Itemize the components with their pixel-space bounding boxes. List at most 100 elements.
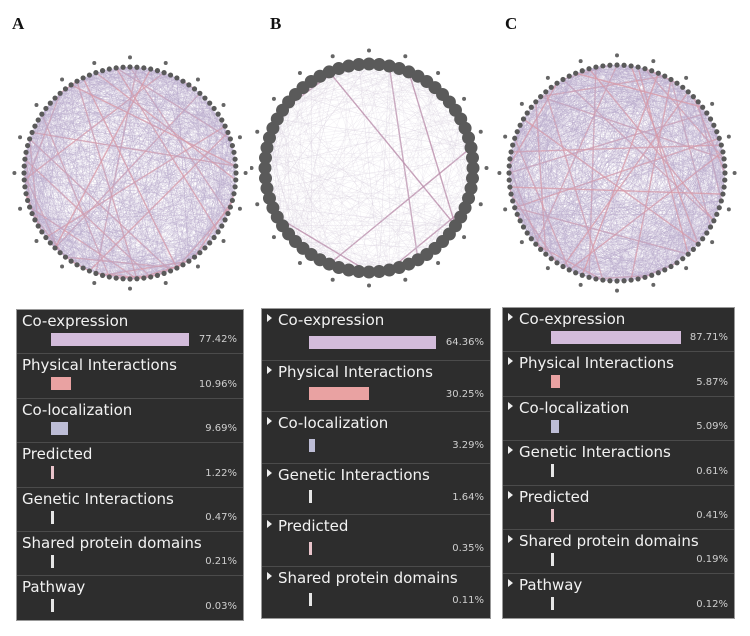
- expand-triangle-icon[interactable]: [508, 534, 513, 543]
- network-edge: [508, 172, 611, 281]
- expand-triangle-icon[interactable]: [267, 468, 272, 477]
- network-edge: [523, 65, 604, 228]
- network-node-outer: [436, 70, 441, 75]
- network-edge: [616, 64, 678, 84]
- network-edge: [509, 66, 639, 181]
- network-edge: [188, 88, 195, 262]
- network-node: [362, 265, 376, 279]
- network-edge: [266, 65, 349, 148]
- network-edge: [24, 74, 90, 187]
- network-edge: [34, 126, 43, 232]
- network-edge: [651, 70, 720, 139]
- network-edge: [512, 79, 672, 202]
- network-node: [180, 262, 186, 268]
- network-node: [62, 86, 69, 92]
- network-edge: [224, 126, 237, 180]
- expand-triangle-icon[interactable]: [267, 314, 272, 322]
- network-edge: [109, 260, 189, 278]
- network-edge: [38, 119, 226, 127]
- network-edge: [209, 225, 223, 244]
- network-edge: [706, 131, 718, 234]
- network-edge: [602, 131, 717, 281]
- legend-item-percent: 0.61%: [696, 465, 728, 477]
- network-edge: [527, 232, 604, 281]
- network-edge: [41, 113, 195, 258]
- network-node: [554, 80, 560, 86]
- network-edge: [50, 72, 97, 104]
- network-edge: [540, 70, 652, 97]
- network-edge: [269, 137, 283, 226]
- network-edge: [509, 186, 552, 259]
- network-edge: [523, 125, 714, 228]
- network-edge: [545, 91, 552, 259]
- network-edge: [65, 88, 110, 278]
- expand-triangle-icon[interactable]: [267, 365, 272, 374]
- network-edge: [379, 64, 456, 111]
- expand-triangle-icon[interactable]: [267, 417, 272, 425]
- network-edge: [277, 81, 427, 218]
- network-edge: [644, 238, 703, 278]
- network-edge: [129, 66, 236, 188]
- network-edge: [511, 151, 726, 174]
- expand-triangle-icon[interactable]: [508, 490, 513, 499]
- network-edge: [269, 63, 370, 199]
- network-edge: [540, 96, 552, 259]
- network-edge: [65, 70, 103, 258]
- network-edge: [70, 84, 84, 269]
- network-edge: [510, 65, 625, 153]
- network-edge: [269, 63, 370, 199]
- expand-triangle-icon[interactable]: [267, 520, 272, 528]
- network-edge: [509, 79, 672, 181]
- network-edge: [338, 68, 390, 271]
- network-edge: [556, 82, 722, 202]
- network-edge: [517, 214, 625, 281]
- expand-triangle-icon[interactable]: [508, 446, 513, 455]
- network-edge: [509, 158, 528, 234]
- network-edge: [526, 112, 576, 273]
- network-edge: [23, 88, 66, 174]
- legend-item-percent: 0.41%: [696, 509, 728, 521]
- network-edge: [609, 107, 703, 281]
- network-edge: [29, 138, 172, 272]
- expand-triangle-icon[interactable]: [508, 579, 513, 588]
- network-node-outer: [726, 134, 731, 139]
- network-edge: [266, 137, 469, 189]
- expand-triangle-icon[interactable]: [267, 571, 272, 580]
- network-edge: [575, 207, 720, 274]
- network-edge: [199, 138, 231, 253]
- network-node: [74, 262, 80, 268]
- expand-triangle-icon[interactable]: [508, 401, 513, 410]
- network-edge: [136, 67, 190, 262]
- network-edge: [630, 172, 726, 281]
- network-edge: [25, 193, 103, 276]
- legend-item-label: Pathway: [22, 578, 86, 597]
- network-edge: [50, 103, 103, 276]
- network-edge: [265, 157, 456, 227]
- network-edge: [27, 145, 201, 253]
- network-edge: [24, 113, 219, 167]
- expand-triangle-icon[interactable]: [508, 357, 513, 366]
- network-edge: [658, 73, 725, 188]
- network-edge: [358, 64, 450, 103]
- network-edge: [517, 131, 722, 146]
- expand-triangle-icon[interactable]: [508, 313, 513, 321]
- network-edge: [455, 110, 466, 208]
- network-edge: [523, 112, 528, 228]
- network-edge: [389, 87, 436, 271]
- network-edge: [89, 74, 158, 276]
- network-edge: [510, 73, 576, 153]
- network-edge: [264, 167, 340, 268]
